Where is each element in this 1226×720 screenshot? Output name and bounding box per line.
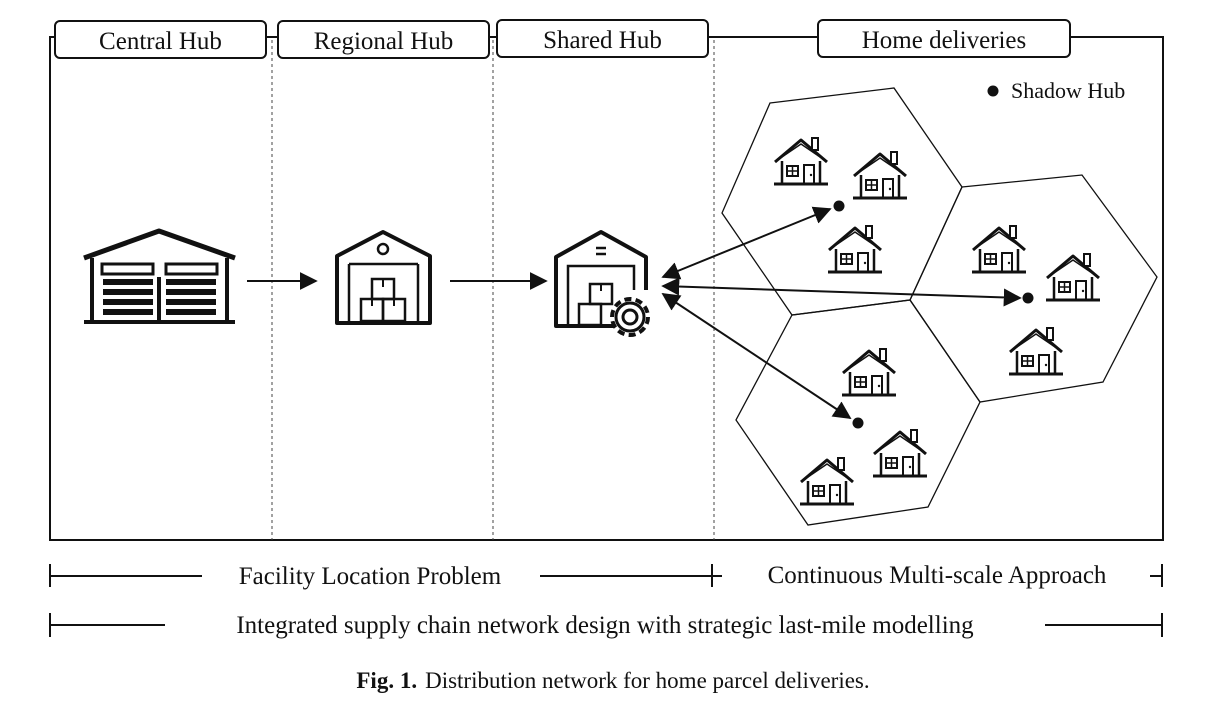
stage-header-central-hub: Central Hub <box>54 20 267 59</box>
flow-arrow-shared-to-shadow-hub <box>661 277 1022 307</box>
gear-icon <box>610 297 650 337</box>
diagram-frame <box>49 36 1164 541</box>
stage-label-home-deliveries: Home deliveries <box>862 27 1027 54</box>
shadow-hub-legend-icon <box>987 85 999 97</box>
warehouse-boxes-icon <box>335 230 432 325</box>
figure-number: Fig. 1. <box>356 668 418 693</box>
warehouse-gear-icon <box>554 230 650 337</box>
stage-label-shared-hub: Shared Hub <box>543 27 662 54</box>
shadow-hub-dot <box>852 417 864 429</box>
figure-caption: Fig. 1. Distribution network for home par… <box>0 668 1226 694</box>
flow-arrow-shared-to-shadow-hub <box>661 206 832 280</box>
delivery-zone <box>909 174 1158 403</box>
legend-label-shadow-hub: Shadow Hub <box>1011 78 1125 103</box>
caption-text: Distribution network for home parcel del… <box>425 668 870 693</box>
stage-label-regional-hub: Regional Hub <box>314 28 454 55</box>
scope-band-integrated: Integrated supply chain network design w… <box>49 612 1163 639</box>
flow-arrow-shared-to-shadow-hub <box>661 293 852 419</box>
house-icon <box>826 224 884 274</box>
house-icon <box>840 347 898 397</box>
house-icon <box>1007 326 1065 376</box>
shadow-hub-dot <box>833 200 845 212</box>
stage-label-central-hub: Central Hub <box>99 28 222 55</box>
scope-band-methods: Facility Location Problem Continuous Mul… <box>49 562 1163 590</box>
house-icon <box>871 428 929 478</box>
delivery-zone <box>735 299 981 526</box>
shadow-hub-dot <box>1022 292 1034 304</box>
stage-header-regional-hub: Regional Hub <box>277 20 490 59</box>
band-label-integrated: Integrated supply chain network design w… <box>236 612 974 639</box>
warehouse-icon <box>83 228 236 324</box>
house-icon <box>970 224 1028 274</box>
house-icon <box>1044 252 1102 302</box>
house-icon <box>798 456 856 506</box>
legend: Shadow Hub <box>987 78 1125 103</box>
band-label-facility-location: Facility Location Problem <box>239 563 502 590</box>
house-icon <box>772 136 830 186</box>
band-label-continuous-approach: Continuous Multi-scale Approach <box>768 562 1107 589</box>
stage-header-shared-hub: Shared Hub <box>496 19 709 58</box>
stage-header-home-deliveries: Home deliveries <box>817 19 1071 58</box>
house-icon <box>851 150 909 200</box>
